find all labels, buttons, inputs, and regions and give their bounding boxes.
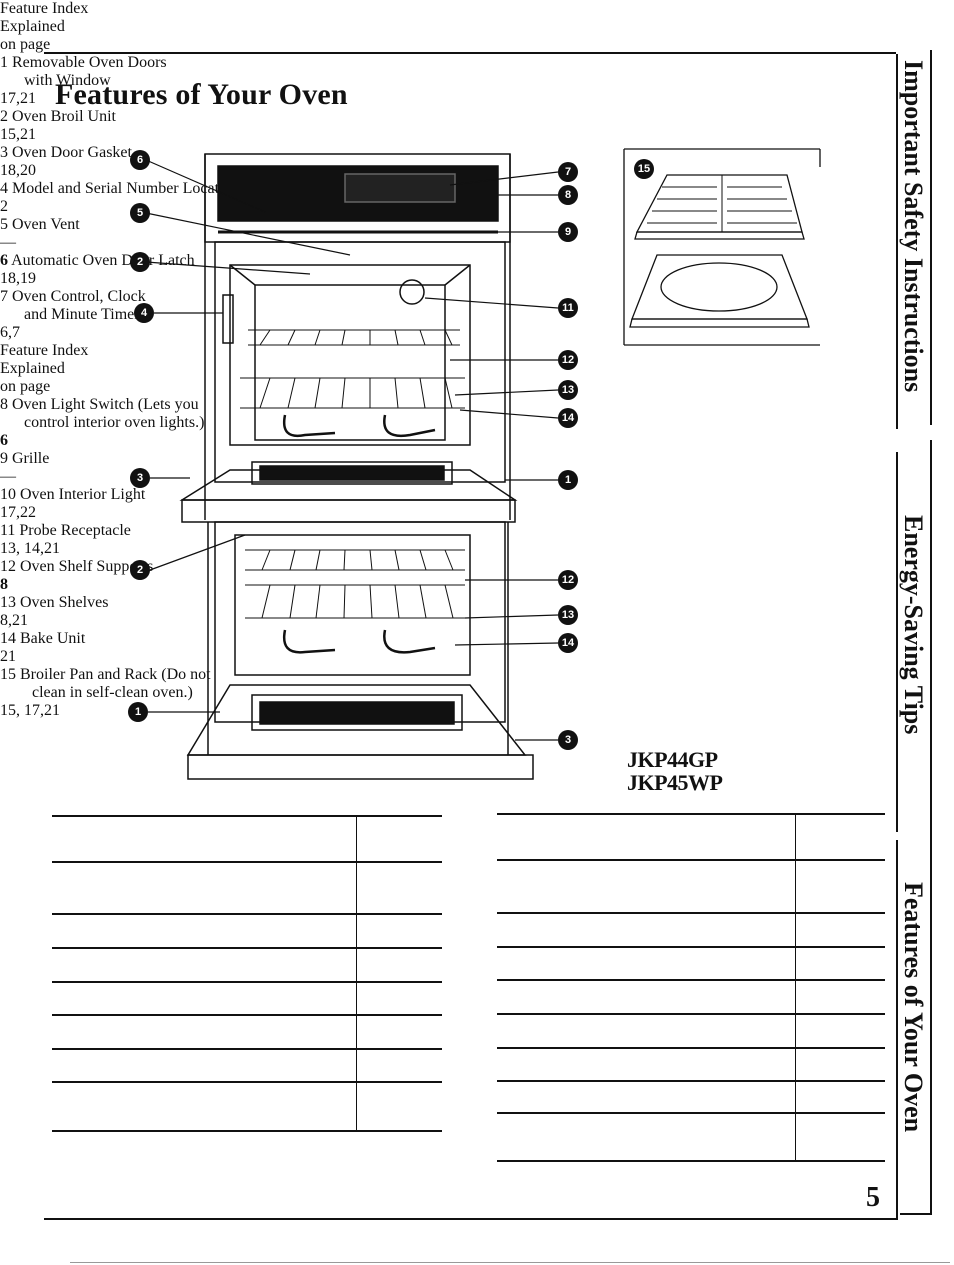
table-cell-pages: 2 bbox=[0, 198, 8, 215]
table-cell-pages: 17,21 bbox=[0, 90, 36, 107]
feature-index-table-right: Feature Index Explained on page 8 Oven L… bbox=[0, 342, 954, 1162]
callout-14: 14 bbox=[558, 408, 578, 428]
callout-5: 5 bbox=[130, 203, 150, 223]
table-cell-pages: 8,21 bbox=[0, 612, 28, 629]
table-row: 2 Oven Broil Unit bbox=[0, 108, 116, 125]
callout-13-lower: 13 bbox=[558, 605, 578, 625]
table-cell-pages: 15,21 bbox=[0, 126, 36, 143]
callout-8: 8 bbox=[558, 185, 578, 205]
explained-header: Explained bbox=[0, 360, 65, 377]
table-row: 3 Oven Door Gasket bbox=[0, 144, 132, 161]
bottom-rule bbox=[44, 1218, 896, 1220]
table-cell-pages: 13, 14,21 bbox=[0, 540, 60, 557]
callout-4: 4 bbox=[134, 303, 154, 323]
callout-2: 2 bbox=[130, 252, 150, 272]
table-cell-pages: 21 bbox=[0, 648, 16, 665]
callout-12: 12 bbox=[558, 350, 578, 370]
model-numbers: JKP44GP JKP45WP bbox=[627, 748, 723, 794]
feature-index-table-left: Feature Index Explained on page 1 Remova… bbox=[0, 0, 954, 1132]
callout-1: 1 bbox=[558, 470, 578, 490]
table-row: 5 Oven Vent bbox=[0, 216, 80, 233]
table-cell-pages: 8 bbox=[0, 576, 8, 593]
table-cell-pages: 18,20 bbox=[0, 162, 36, 179]
table-row: 4 Model and Serial Number Location bbox=[0, 180, 240, 197]
table-row: 7 Oven Control, Clock and Minute Timer bbox=[0, 288, 146, 323]
oven-diagram: 6 5 2 4 3 2 1 7 8 9 11 12 13 14 1 12 13 … bbox=[120, 140, 600, 800]
callout-15: 15 bbox=[634, 159, 654, 179]
table-cell-pages: 17,22 bbox=[0, 504, 36, 521]
explained-header: Explained bbox=[0, 18, 65, 35]
tab-bottom-3 bbox=[900, 1213, 932, 1215]
top-rule bbox=[44, 52, 896, 54]
tab-divider-3 bbox=[896, 840, 898, 1220]
callout-13: 13 bbox=[558, 380, 578, 400]
on-page-header: on page bbox=[0, 378, 51, 395]
model-number-1: JKP44GP bbox=[627, 747, 718, 772]
table-row: 14 Bake Unit bbox=[0, 630, 86, 647]
callout-3-lower: 3 bbox=[558, 730, 578, 750]
side-tab-safety[interactable]: Important Safety Instructions bbox=[899, 60, 928, 393]
callout-12-lower: 12 bbox=[558, 570, 578, 590]
table-cell-pages: 6,7 bbox=[0, 324, 20, 341]
callout-9: 9 bbox=[558, 222, 578, 242]
on-page-header: on page bbox=[0, 36, 51, 53]
table-cell-pages: 15, 17,21 bbox=[0, 702, 60, 719]
callout-7: 7 bbox=[558, 162, 578, 182]
tab-divider-2 bbox=[896, 452, 898, 832]
table-cell-pages: 6 bbox=[0, 432, 8, 449]
callout-6: 6 bbox=[130, 150, 150, 170]
table-row: 8 Oven Light Switch (Lets you control in… bbox=[0, 396, 205, 431]
table-row: 13 Oven Shelves bbox=[0, 594, 109, 611]
broiler-pan-inset: 15 bbox=[622, 147, 822, 347]
table-cell-pages: — bbox=[0, 468, 16, 485]
callout-3: 3 bbox=[130, 468, 150, 488]
model-number-2: JKP45WP bbox=[627, 770, 723, 795]
feature-index-header: Feature Index bbox=[0, 342, 89, 359]
table-row: 12 Oven Shelf Supports bbox=[0, 558, 154, 575]
tab-edge-3 bbox=[930, 835, 932, 1215]
callout-2-lower: 2 bbox=[130, 560, 150, 580]
side-tab-energy[interactable]: Energy-Saving Tips bbox=[899, 515, 928, 735]
callout-14-lower: 14 bbox=[558, 633, 578, 653]
tab-edge-2 bbox=[930, 440, 932, 835]
page-number: 5 bbox=[866, 1182, 880, 1213]
oven-illustration bbox=[145, 153, 559, 780]
table-cell-pages: — bbox=[0, 234, 16, 251]
callout-1-lower: 1 bbox=[128, 702, 148, 722]
tab-divider-1 bbox=[896, 54, 898, 429]
table-row: 11 Probe Receptacle bbox=[0, 522, 131, 539]
side-tab-features[interactable]: Features of Your Oven bbox=[899, 882, 928, 1133]
tab-edge-1 bbox=[930, 50, 932, 425]
table-row: 9 Grille bbox=[0, 450, 50, 467]
broiler-pan-illustration bbox=[623, 148, 821, 346]
callout-11: 11 bbox=[558, 298, 578, 318]
footer-rule bbox=[70, 1262, 950, 1263]
table-row: 1 Removable Oven Doors with Window bbox=[0, 54, 167, 89]
table-row: 15 Broiler Pan and Rack (Do not clean in… bbox=[0, 666, 211, 701]
page-title: Features of Your Oven bbox=[55, 78, 348, 111]
feature-index-header: Feature Index bbox=[0, 0, 89, 17]
table-row: 10 Oven Interior Light bbox=[0, 486, 146, 503]
table-cell-pages: 18,19 bbox=[0, 270, 36, 287]
